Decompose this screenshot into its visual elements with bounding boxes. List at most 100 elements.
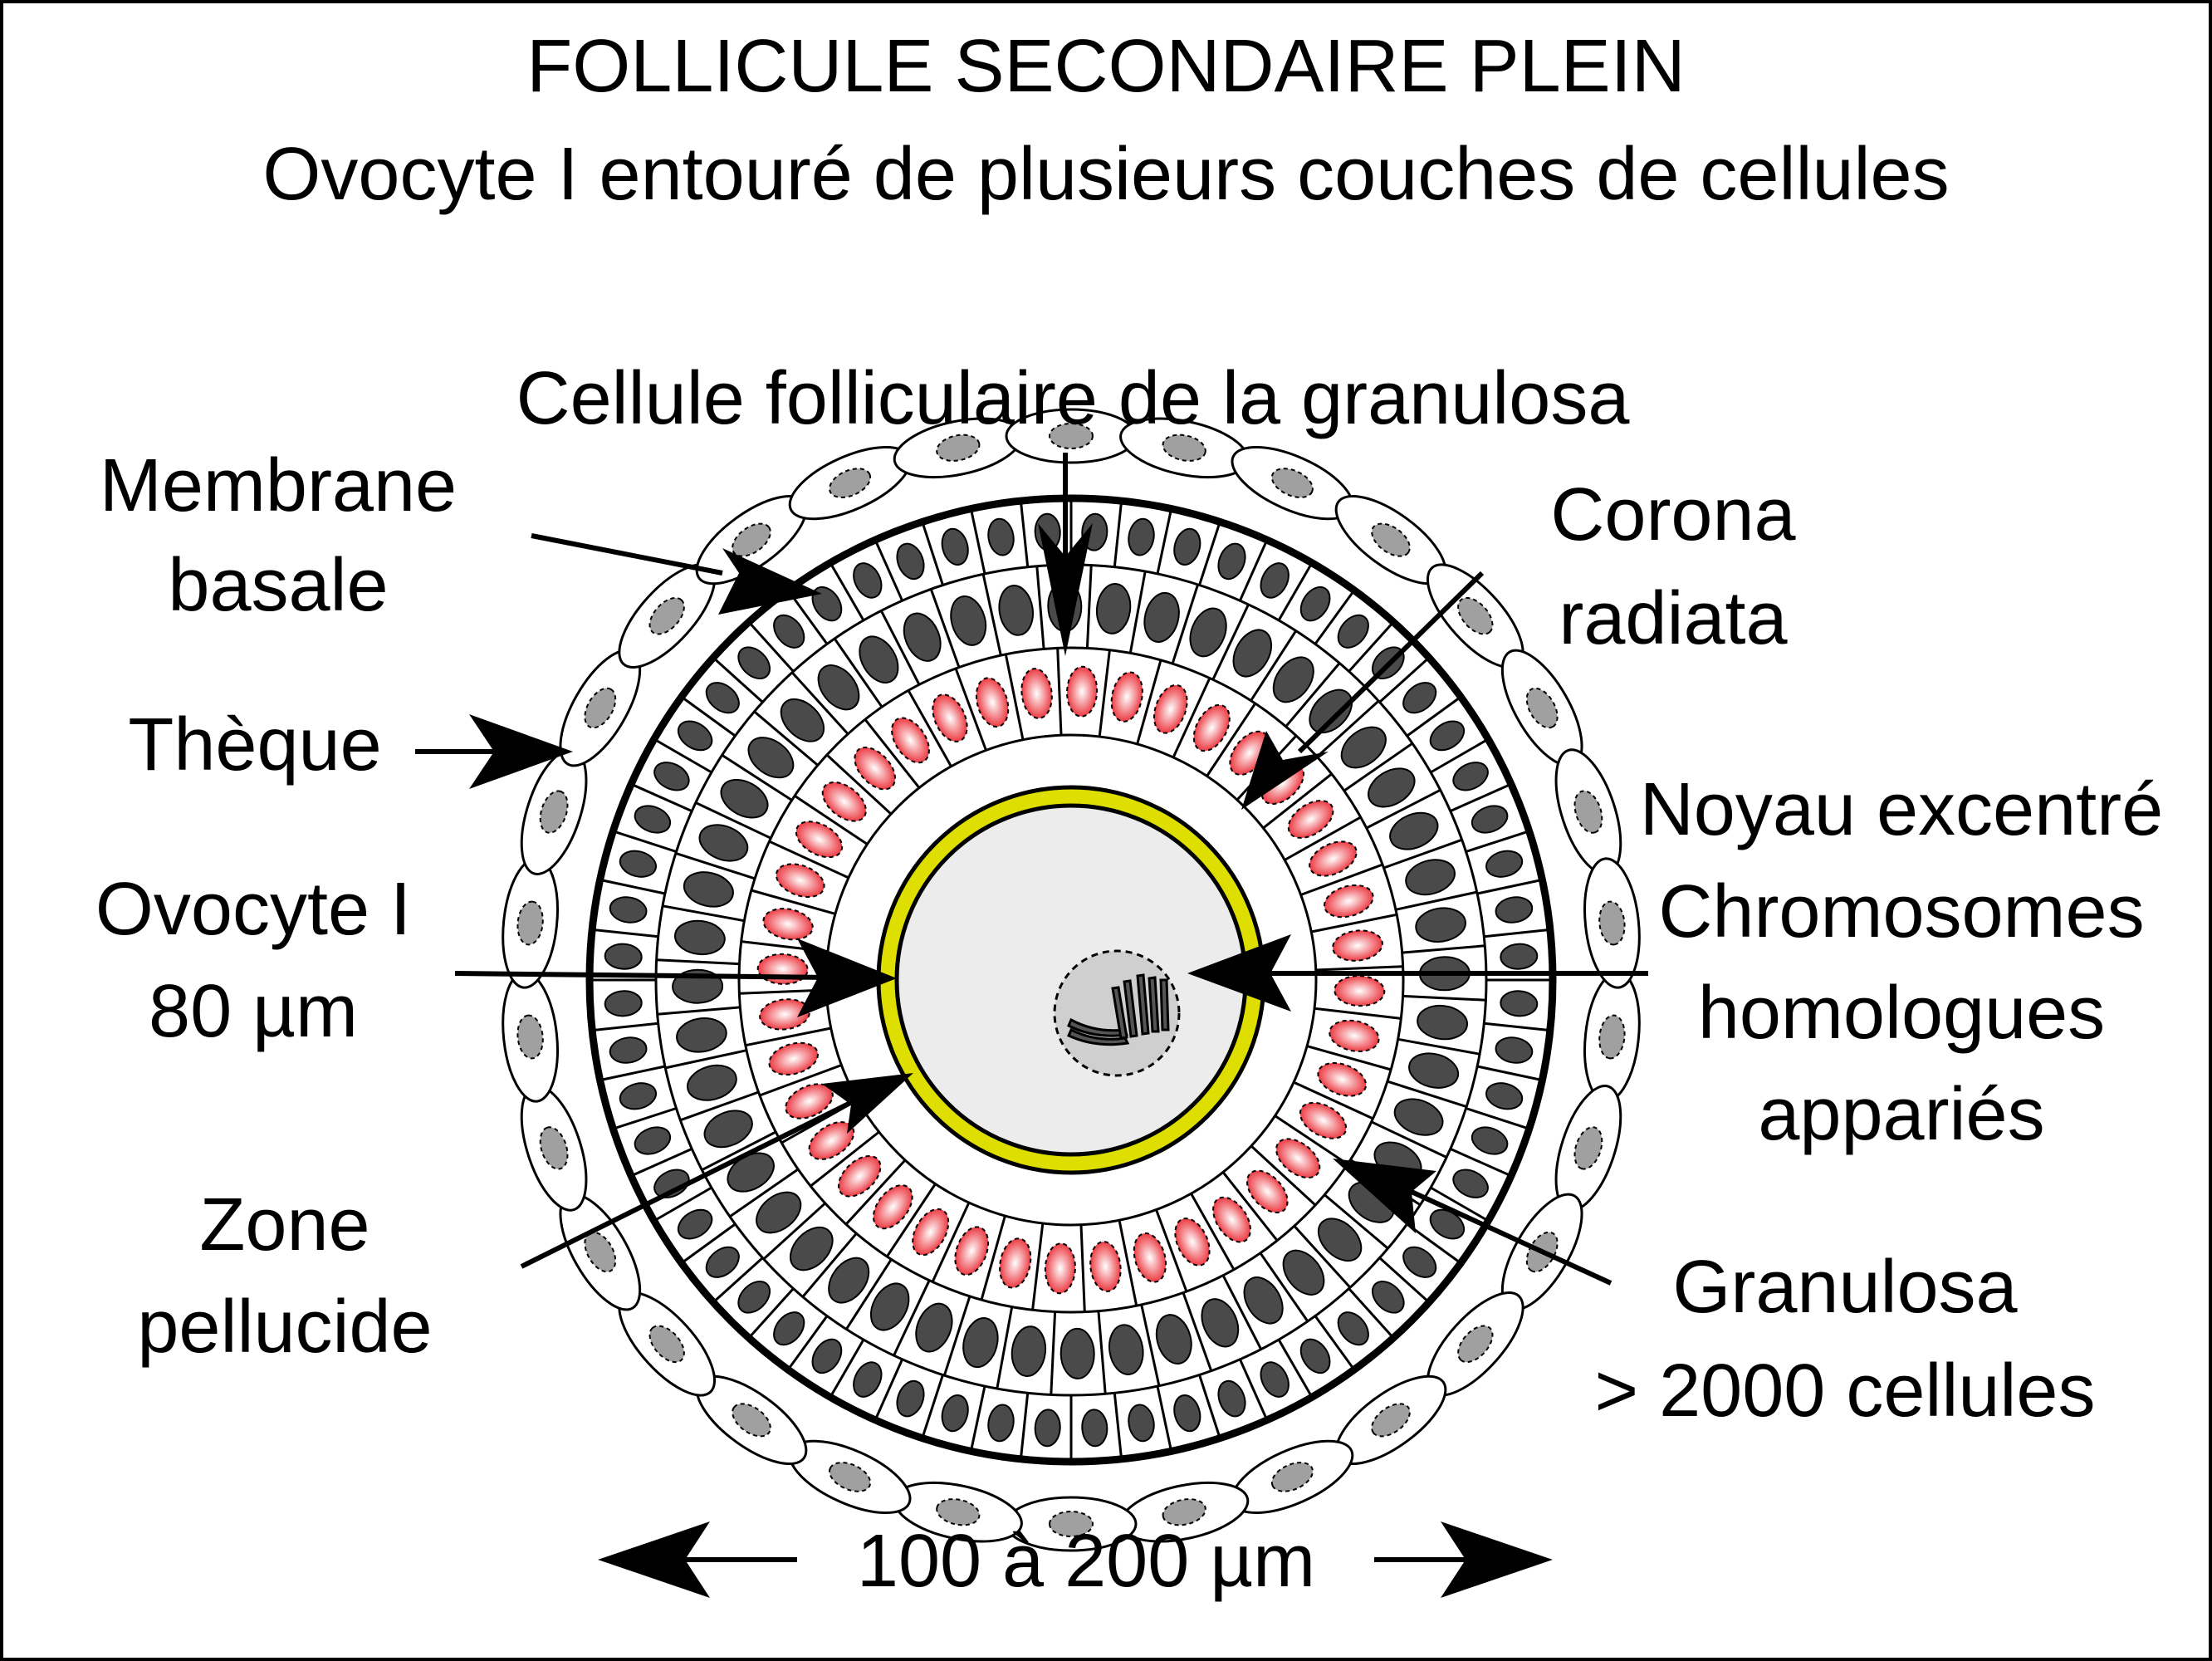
zone-arrow xyxy=(520,1073,913,1269)
granulosa-cell-wall xyxy=(612,830,677,853)
granulosa-cell-nucleus xyxy=(1471,1126,1509,1155)
granulosa-cell-wall xyxy=(680,695,737,737)
theca-nucleus xyxy=(1270,468,1314,498)
corona-radiata-cell-wall xyxy=(1300,863,1383,896)
theca-layer xyxy=(502,408,1641,1552)
label-noyau-line3: homologues xyxy=(1698,972,2105,1055)
corona-radiata-cell-wall xyxy=(1004,654,1025,741)
corona-radiata-cell-nucleus xyxy=(1212,1196,1251,1243)
granulosa-cell-nucleus xyxy=(1299,1338,1331,1374)
granulosa-cell-nucleus xyxy=(950,595,987,646)
theca-nucleus xyxy=(1049,423,1094,449)
oocyte-group xyxy=(876,785,1266,1175)
granulosa-cell-wall xyxy=(1378,1257,1431,1304)
granulosa-cell-nucleus xyxy=(1429,720,1466,752)
granulosa-cell-wall xyxy=(679,1090,760,1122)
granulosa-cell-nucleus xyxy=(737,646,771,680)
granulosa-cell-nucleus xyxy=(1128,1404,1155,1443)
granulosa-cell-nucleus xyxy=(1189,607,1227,658)
granulosa-cell-nucleus xyxy=(962,1317,999,1369)
granulosa-cell-wall xyxy=(1019,1393,1030,1459)
granulosa-cell-nucleus xyxy=(1485,1082,1524,1110)
granulosa-cell-nucleus xyxy=(1282,1249,1325,1296)
theca-cell xyxy=(695,1374,808,1466)
granulosa-cell-nucleus xyxy=(773,614,805,649)
theca-cell xyxy=(559,649,642,767)
theca-cell xyxy=(1231,445,1354,521)
granulosa-cell-wall xyxy=(657,1006,741,1016)
theca-nucleus xyxy=(936,434,981,462)
corona-radiata-cell-wall xyxy=(1056,648,1063,736)
granulosa-cell-wall xyxy=(829,1339,865,1399)
granulosa-cell-nucleus xyxy=(1243,1276,1284,1325)
granulosa-cell-wall xyxy=(1397,1037,1480,1056)
granulosa-cell-wall xyxy=(1406,695,1462,737)
granulosa-cell-wall xyxy=(721,754,793,801)
theca-nucleus xyxy=(1371,522,1411,557)
label-corona-line2: radiata xyxy=(1559,577,1788,660)
granulosa-cell-nucleus xyxy=(780,698,825,742)
corona-radiata-cell-nucleus xyxy=(1329,1019,1380,1052)
corona-radiata-cell-nucleus xyxy=(1317,1061,1368,1097)
granulosa-cell-wall xyxy=(1128,571,1147,654)
granulosa-cell-wall xyxy=(592,1022,658,1032)
granulosa-cell-nucleus xyxy=(941,1394,969,1433)
corona-radiata-cell-nucleus xyxy=(1192,703,1231,752)
corona-radiata-cell-wall xyxy=(844,1159,907,1226)
granulosa-cell-wall xyxy=(874,539,903,601)
granulosa-cell-wall xyxy=(1466,1107,1530,1130)
granulosa-cell-nucleus xyxy=(903,612,942,662)
granulosa-cell-wall xyxy=(653,1186,712,1222)
granulosa-cell-wall xyxy=(1113,501,1123,567)
theca-nucleus xyxy=(516,1014,544,1060)
granulosa-cell-nucleus xyxy=(604,990,643,1017)
corona-radiata-cell-nucleus xyxy=(891,717,930,764)
label-membrane-line1: Membrane xyxy=(100,444,457,527)
granulosa-cell-wall xyxy=(1466,830,1530,853)
granulosa-cell-wall xyxy=(921,1374,944,1439)
label-theque: Thèque xyxy=(128,703,381,786)
granulosa-cell-wall xyxy=(747,1287,795,1340)
corona-radiata-cell-wall xyxy=(810,1130,880,1188)
granulosa-cell-nucleus xyxy=(998,585,1034,636)
granulosa-cell-wall xyxy=(801,1232,858,1298)
granulosa-cell-wall xyxy=(592,928,658,938)
granulosa-cell-nucleus xyxy=(1495,1036,1534,1064)
corona-radiata-cell-nucleus xyxy=(954,1226,990,1276)
theca-nucleus xyxy=(1573,1126,1603,1170)
granulosa-cell-wall xyxy=(656,958,740,966)
granulosa-cell-nucleus xyxy=(756,1191,802,1234)
corona-radiata-cell-nucleus xyxy=(975,677,1010,728)
granulosa-cell-wall xyxy=(630,1148,692,1178)
granulosa-cell-nucleus xyxy=(1393,1098,1444,1136)
corona-radiata-cell-nucleus xyxy=(1174,1218,1211,1267)
corona-radiata-cell-wall xyxy=(954,668,987,751)
corona-radiata-cell-nucleus xyxy=(1287,800,1334,839)
granulosa-cell-nucleus xyxy=(677,720,713,752)
granulosa-cell-wall xyxy=(1382,838,1463,870)
granulosa-cell-nucleus xyxy=(1272,656,1314,703)
granulosa-cell-wall xyxy=(662,904,745,923)
granulosa-cell-wall xyxy=(1035,566,1045,649)
granulosa-cell-nucleus xyxy=(720,778,769,819)
corona-radiata-cell-wall xyxy=(886,1183,937,1257)
corona-radiata-cell-nucleus xyxy=(1152,684,1188,734)
corona-radiata-cell-wall xyxy=(1206,703,1256,777)
theca-nucleus xyxy=(1525,687,1559,729)
corona-radiata-cell-wall xyxy=(980,1215,1006,1301)
granulosa-cell-wall xyxy=(701,1130,776,1172)
corona-radiata-cell-wall xyxy=(907,689,952,767)
corona-radiata-cell-nucleus xyxy=(762,908,814,941)
granulosa-cell-nucleus xyxy=(1260,562,1290,599)
granulosa-cell-wall xyxy=(1314,589,1356,645)
corona-radiata-cell-wall xyxy=(1314,1007,1402,1020)
label-granulosa-cell: Cellule folliculaire de la granulosa xyxy=(516,357,1631,440)
granulosa-cell-wall xyxy=(942,1296,971,1376)
theca-nucleus xyxy=(829,1462,872,1492)
corona-radiata-cell-nucleus xyxy=(768,1041,819,1076)
granulosa-cell-wall xyxy=(712,656,764,703)
corona-radiata-cell-wall xyxy=(1155,1209,1188,1292)
theca-nucleus xyxy=(732,1403,771,1438)
corona-radiata-cell-nucleus xyxy=(854,747,896,791)
granulosa-cell-wall xyxy=(747,620,795,673)
